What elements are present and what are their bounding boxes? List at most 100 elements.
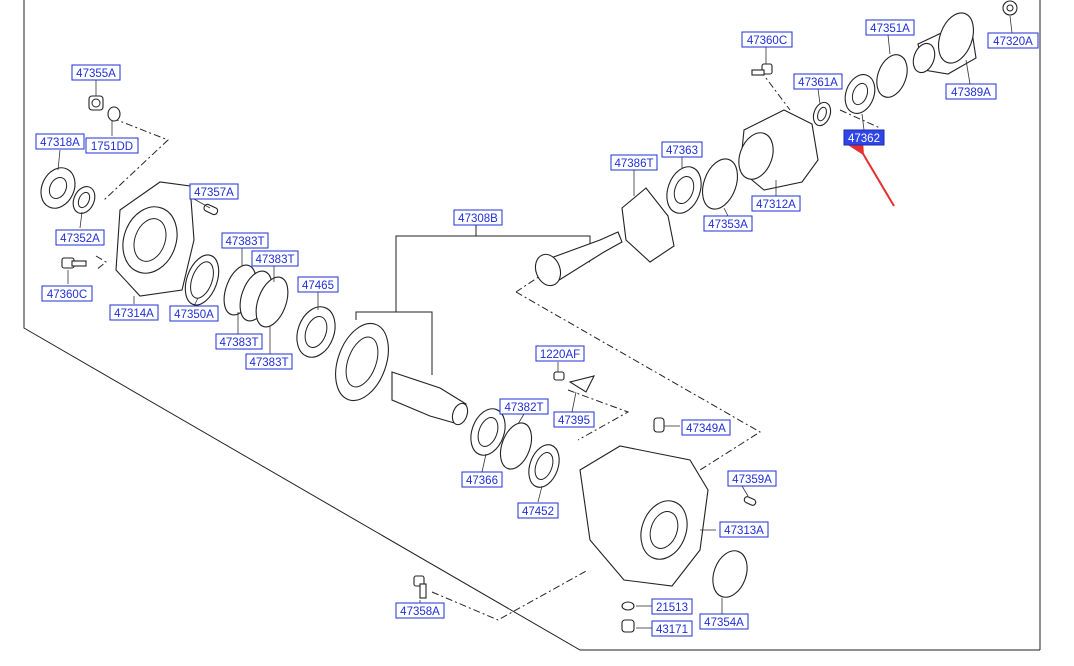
label-47366[interactable]: 47366 (461, 471, 503, 488)
svg-text:47354A: 47354A (704, 617, 744, 629)
label-47349a[interactable]: 47349A (681, 419, 731, 436)
seal-47350a (184, 254, 220, 306)
label-47353a[interactable]: 47353A (703, 215, 753, 232)
label-47395[interactable]: 47395 (553, 411, 595, 428)
svg-text:47465: 47465 (302, 280, 334, 292)
label-47358a[interactable]: 47358A (395, 602, 445, 619)
label-47465[interactable]: 47465 (297, 276, 339, 293)
breather-47349a (653, 417, 665, 433)
label-47318a[interactable]: 47318A (35, 133, 85, 150)
svg-text:47358A: 47358A (400, 606, 440, 618)
svg-text:47366: 47366 (466, 475, 498, 487)
svg-text:1751DD: 1751DD (91, 141, 133, 153)
svg-text:47395: 47395 (558, 415, 590, 427)
gasket-47386t (621, 187, 675, 263)
label-47360c-left[interactable]: 47360C (41, 285, 93, 302)
bolt-47360c-left (61, 257, 87, 269)
svg-text:47383T: 47383T (249, 357, 288, 369)
label-47312a[interactable]: 47312A (751, 195, 801, 212)
svg-text:47352A: 47352A (60, 233, 100, 245)
label-47350a[interactable]: 47350A (169, 305, 219, 322)
label-47383t-d[interactable]: 47383T (245, 353, 293, 370)
bolt-1220af (553, 371, 565, 381)
bolt-47360c-right (751, 63, 773, 76)
label-47359a[interactable]: 47359A (727, 470, 777, 487)
oring-47353a (701, 158, 739, 210)
assembly-bracket (355, 225, 591, 375)
svg-text:47383T: 47383T (225, 236, 264, 248)
rings-47383t (223, 264, 289, 328)
svg-text:47318A: 47318A (40, 137, 80, 149)
svg-text:47308B: 47308B (458, 213, 498, 225)
seal-47318a (40, 167, 76, 209)
svg-text:47320A: 47320A (993, 36, 1033, 48)
cover-47314a (115, 181, 195, 297)
label-47314a[interactable]: 47314A (109, 304, 159, 321)
svg-text:47361A: 47361A (798, 77, 838, 89)
seal-47351a (876, 54, 908, 98)
spring-47361a (812, 101, 832, 127)
bearing-47363 (666, 166, 702, 214)
svg-text:47383T: 47383T (255, 254, 294, 266)
label-47308b[interactable]: 47308B (453, 209, 503, 226)
label-1751dd[interactable]: 1751DD (85, 137, 139, 154)
label-47352a[interactable]: 47352A (55, 229, 105, 246)
label-47320a[interactable]: 47320A (987, 32, 1039, 49)
label-47363[interactable]: 47363 (661, 141, 703, 158)
drive-pinion-47308b (534, 231, 623, 287)
svg-text:47363: 47363 (666, 145, 698, 157)
label-47362[interactable]: 47362 (843, 129, 885, 146)
label-47360c-right[interactable]: 47360C (741, 31, 793, 48)
label-47386t[interactable]: 47386T (610, 154, 658, 171)
nut-47320a (1002, 0, 1018, 16)
svg-text:47362: 47362 (848, 133, 880, 145)
plate-47395 (568, 375, 596, 393)
svg-text:47357A: 47357A (194, 187, 234, 199)
label-47383t-c[interactable]: 47383T (215, 333, 263, 350)
bolt-47355a (88, 95, 104, 111)
svg-text:47386T: 47386T (614, 158, 653, 170)
label-47354a[interactable]: 47354A (699, 613, 749, 630)
label-47351a[interactable]: 47351A (865, 19, 915, 36)
label-1220af[interactable]: 1220AF (535, 345, 585, 362)
svg-text:47382T: 47382T (504, 402, 543, 414)
oring-47354a (712, 550, 748, 598)
svg-text:47313A: 47313A (724, 525, 764, 537)
label-47355a[interactable]: 47355A (71, 64, 121, 81)
label-47361a[interactable]: 47361A (793, 73, 843, 90)
bearing-47465 (296, 306, 336, 358)
oring-47382t (499, 422, 533, 470)
oring-1751dd (107, 106, 121, 122)
label-47313a[interactable]: 47313A (719, 521, 769, 538)
housing-47312a (738, 109, 819, 191)
flange-47389a (912, 12, 977, 75)
svg-text:47452: 47452 (522, 506, 554, 518)
svg-text:21513: 21513 (656, 602, 688, 614)
svg-text:47353A: 47353A (708, 219, 748, 231)
svg-text:47359A: 47359A (732, 474, 772, 486)
svg-text:47360C: 47360C (747, 35, 787, 47)
label-47452[interactable]: 47452 (517, 502, 559, 519)
label-43171[interactable]: 43171 (651, 620, 693, 637)
seal-47452 (528, 444, 560, 488)
label-47383t-b[interactable]: 47383T (251, 250, 299, 267)
svg-text:47314A: 47314A (114, 308, 154, 320)
pinion-shaft-47308b (391, 371, 469, 426)
label-47389a[interactable]: 47389A (945, 83, 997, 100)
label-47383t-a[interactable]: 47383T (221, 232, 269, 249)
washer-21513 (621, 601, 635, 611)
bearing-47362 (844, 74, 876, 114)
ring-gear-47308b (335, 322, 389, 402)
pointer-arrow (845, 133, 895, 207)
leader-lines (57, 15, 1013, 629)
label-47357a[interactable]: 47357A (189, 183, 239, 200)
bolt-47358a (413, 575, 427, 599)
bearing-47366 (470, 408, 506, 456)
svg-text:43171: 43171 (656, 624, 688, 636)
label-47382t[interactable]: 47382T (499, 398, 549, 415)
svg-text:47355A: 47355A (76, 68, 116, 80)
label-21513[interactable]: 21513 (651, 598, 693, 615)
diagram-frame (23, 0, 1041, 651)
ring-47352a (72, 186, 96, 214)
